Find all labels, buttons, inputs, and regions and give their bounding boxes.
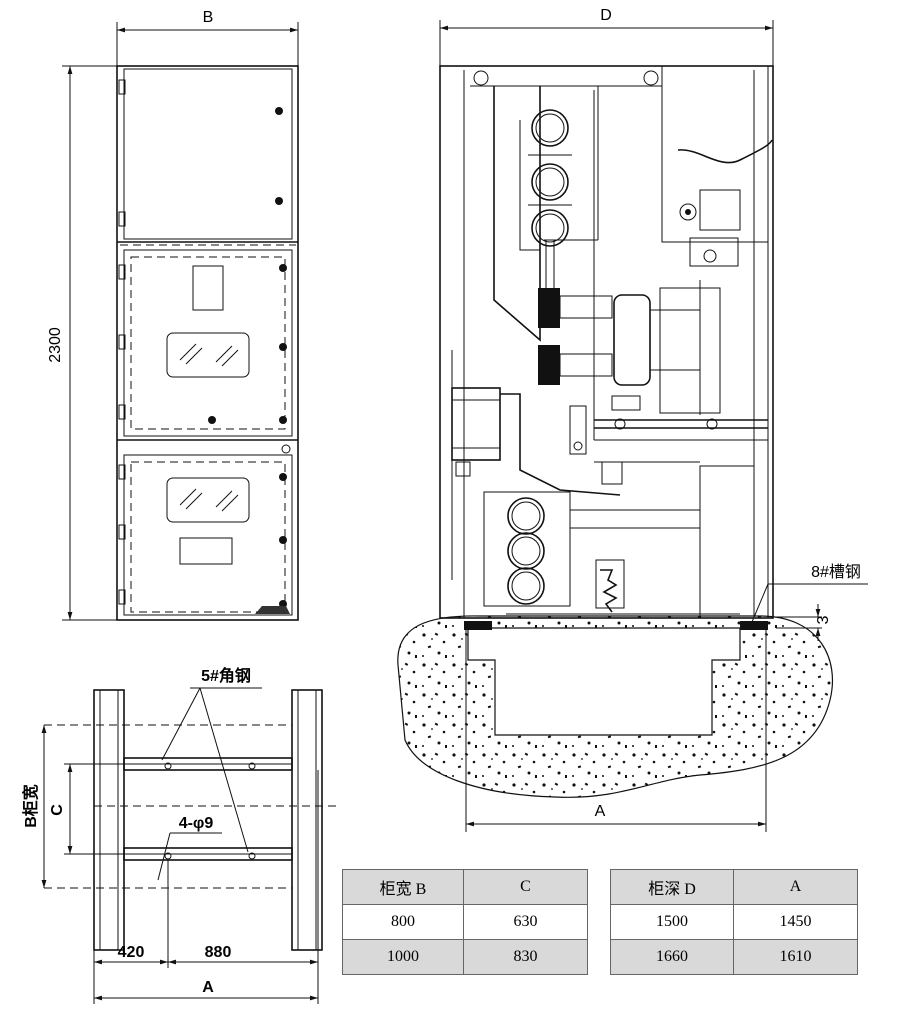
- dim-420-label: 420: [118, 944, 145, 961]
- side-depth-label: D: [600, 7, 612, 24]
- table-cell: 1000: [342, 939, 464, 975]
- dim-880-label: 880: [205, 944, 232, 961]
- cabinet-width-table: 柜宽 B C 800 630 1000 830: [342, 869, 588, 975]
- channel-steel-label: 8#槽钢: [811, 563, 861, 581]
- hole-label: 4-φ9: [179, 815, 214, 832]
- front-view: B 2300: [47, 9, 299, 621]
- table-header-cell: 柜宽 B: [342, 869, 464, 905]
- angle-steel-label: 5#角钢: [201, 666, 251, 685]
- side-base-label: A: [595, 803, 606, 820]
- offset-label: 3: [815, 615, 832, 624]
- table-row: 1000 830: [342, 939, 588, 975]
- table-cell: 1610: [733, 939, 858, 975]
- table-header-cell: 柜深 D: [610, 869, 734, 905]
- table-header-cell: A: [733, 869, 858, 905]
- front-height-label: 2300: [47, 327, 64, 363]
- foundation-plan: 5#角钢 4-φ9 B柜宽 C 420 880 A: [21, 666, 340, 1004]
- side-view: D: [397, 7, 868, 832]
- table-cell: 1450: [733, 904, 858, 940]
- table-cell: 1660: [610, 939, 734, 975]
- table-cell: 630: [463, 904, 588, 940]
- front-width-label: B: [203, 9, 214, 26]
- table-header-row: 柜深 D A: [610, 869, 858, 905]
- c-dimension-label: C: [49, 804, 66, 816]
- dim-total-label: A: [202, 979, 214, 996]
- table-cell: 800: [342, 904, 464, 940]
- table-row: 1660 1610: [610, 939, 858, 975]
- table-header-row: 柜宽 B C: [342, 869, 588, 905]
- table-row: 1500 1450: [610, 904, 858, 940]
- cabinet-depth-table: 柜深 D A 1500 1450 1660 1610: [610, 869, 858, 975]
- table-cell: 830: [463, 939, 588, 975]
- cabinet-width-label: B柜宽: [21, 784, 40, 828]
- table-cell: 1500: [610, 904, 734, 940]
- table-row: 800 630: [342, 904, 588, 940]
- table-header-cell: C: [463, 869, 588, 905]
